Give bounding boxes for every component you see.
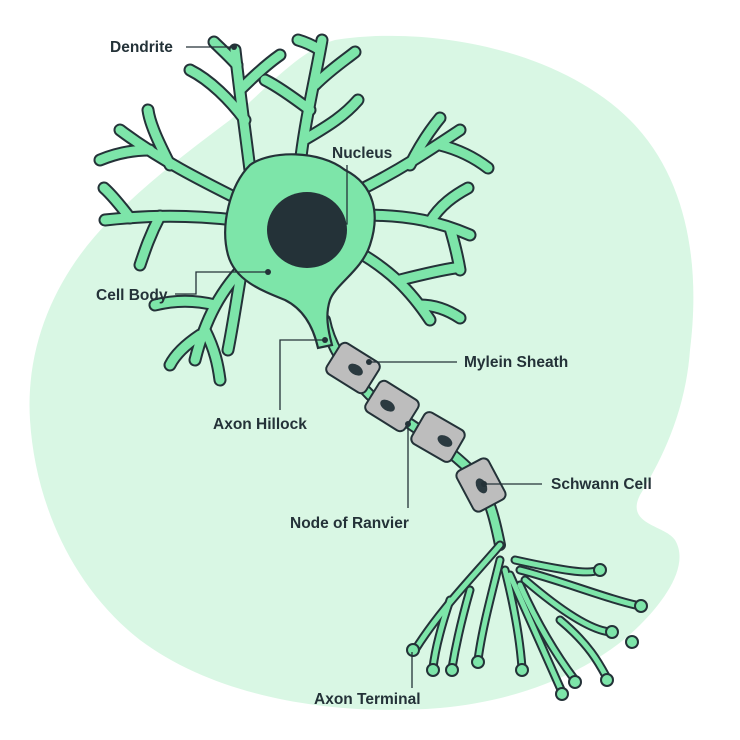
terminal-bulb [625, 635, 639, 649]
terminal-bulb [406, 643, 420, 657]
axon-terminal-branches [406, 540, 648, 701]
label-node-of-ranvier: Node of Ranvier [290, 515, 409, 532]
sheath-segment [325, 341, 381, 395]
label-mylein-sheath: Mylein Sheath [464, 354, 568, 371]
terminal-bulb [445, 663, 459, 677]
terminal-bulb [568, 675, 582, 689]
leader-lines [175, 44, 542, 688]
terminal-bulb [555, 687, 569, 701]
label-dendrite: Dendrite [110, 39, 173, 56]
dendrites-fill [95, 35, 493, 385]
terminal-bulb [426, 663, 440, 677]
nucleus [267, 192, 347, 268]
sheath-segment [410, 411, 466, 463]
sheath-segment [455, 457, 507, 513]
label-cell-body: Cell Body [96, 287, 168, 304]
label-axon-hillock: Axon Hillock [213, 416, 307, 433]
terminal-bulb [600, 673, 614, 687]
terminal-bulb [593, 563, 607, 577]
mylein-sheath-segments [325, 341, 507, 513]
terminal-bulb [471, 655, 485, 669]
label-schwann-cell: Schwann Cell [551, 476, 652, 493]
label-nucleus: Nucleus [332, 145, 392, 162]
terminal-bulb [634, 599, 648, 613]
label-axon-terminal: Axon Terminal [314, 691, 421, 708]
terminal-bulb [605, 625, 619, 639]
terminal-bulb [515, 663, 529, 677]
sheath-segment [364, 379, 420, 433]
